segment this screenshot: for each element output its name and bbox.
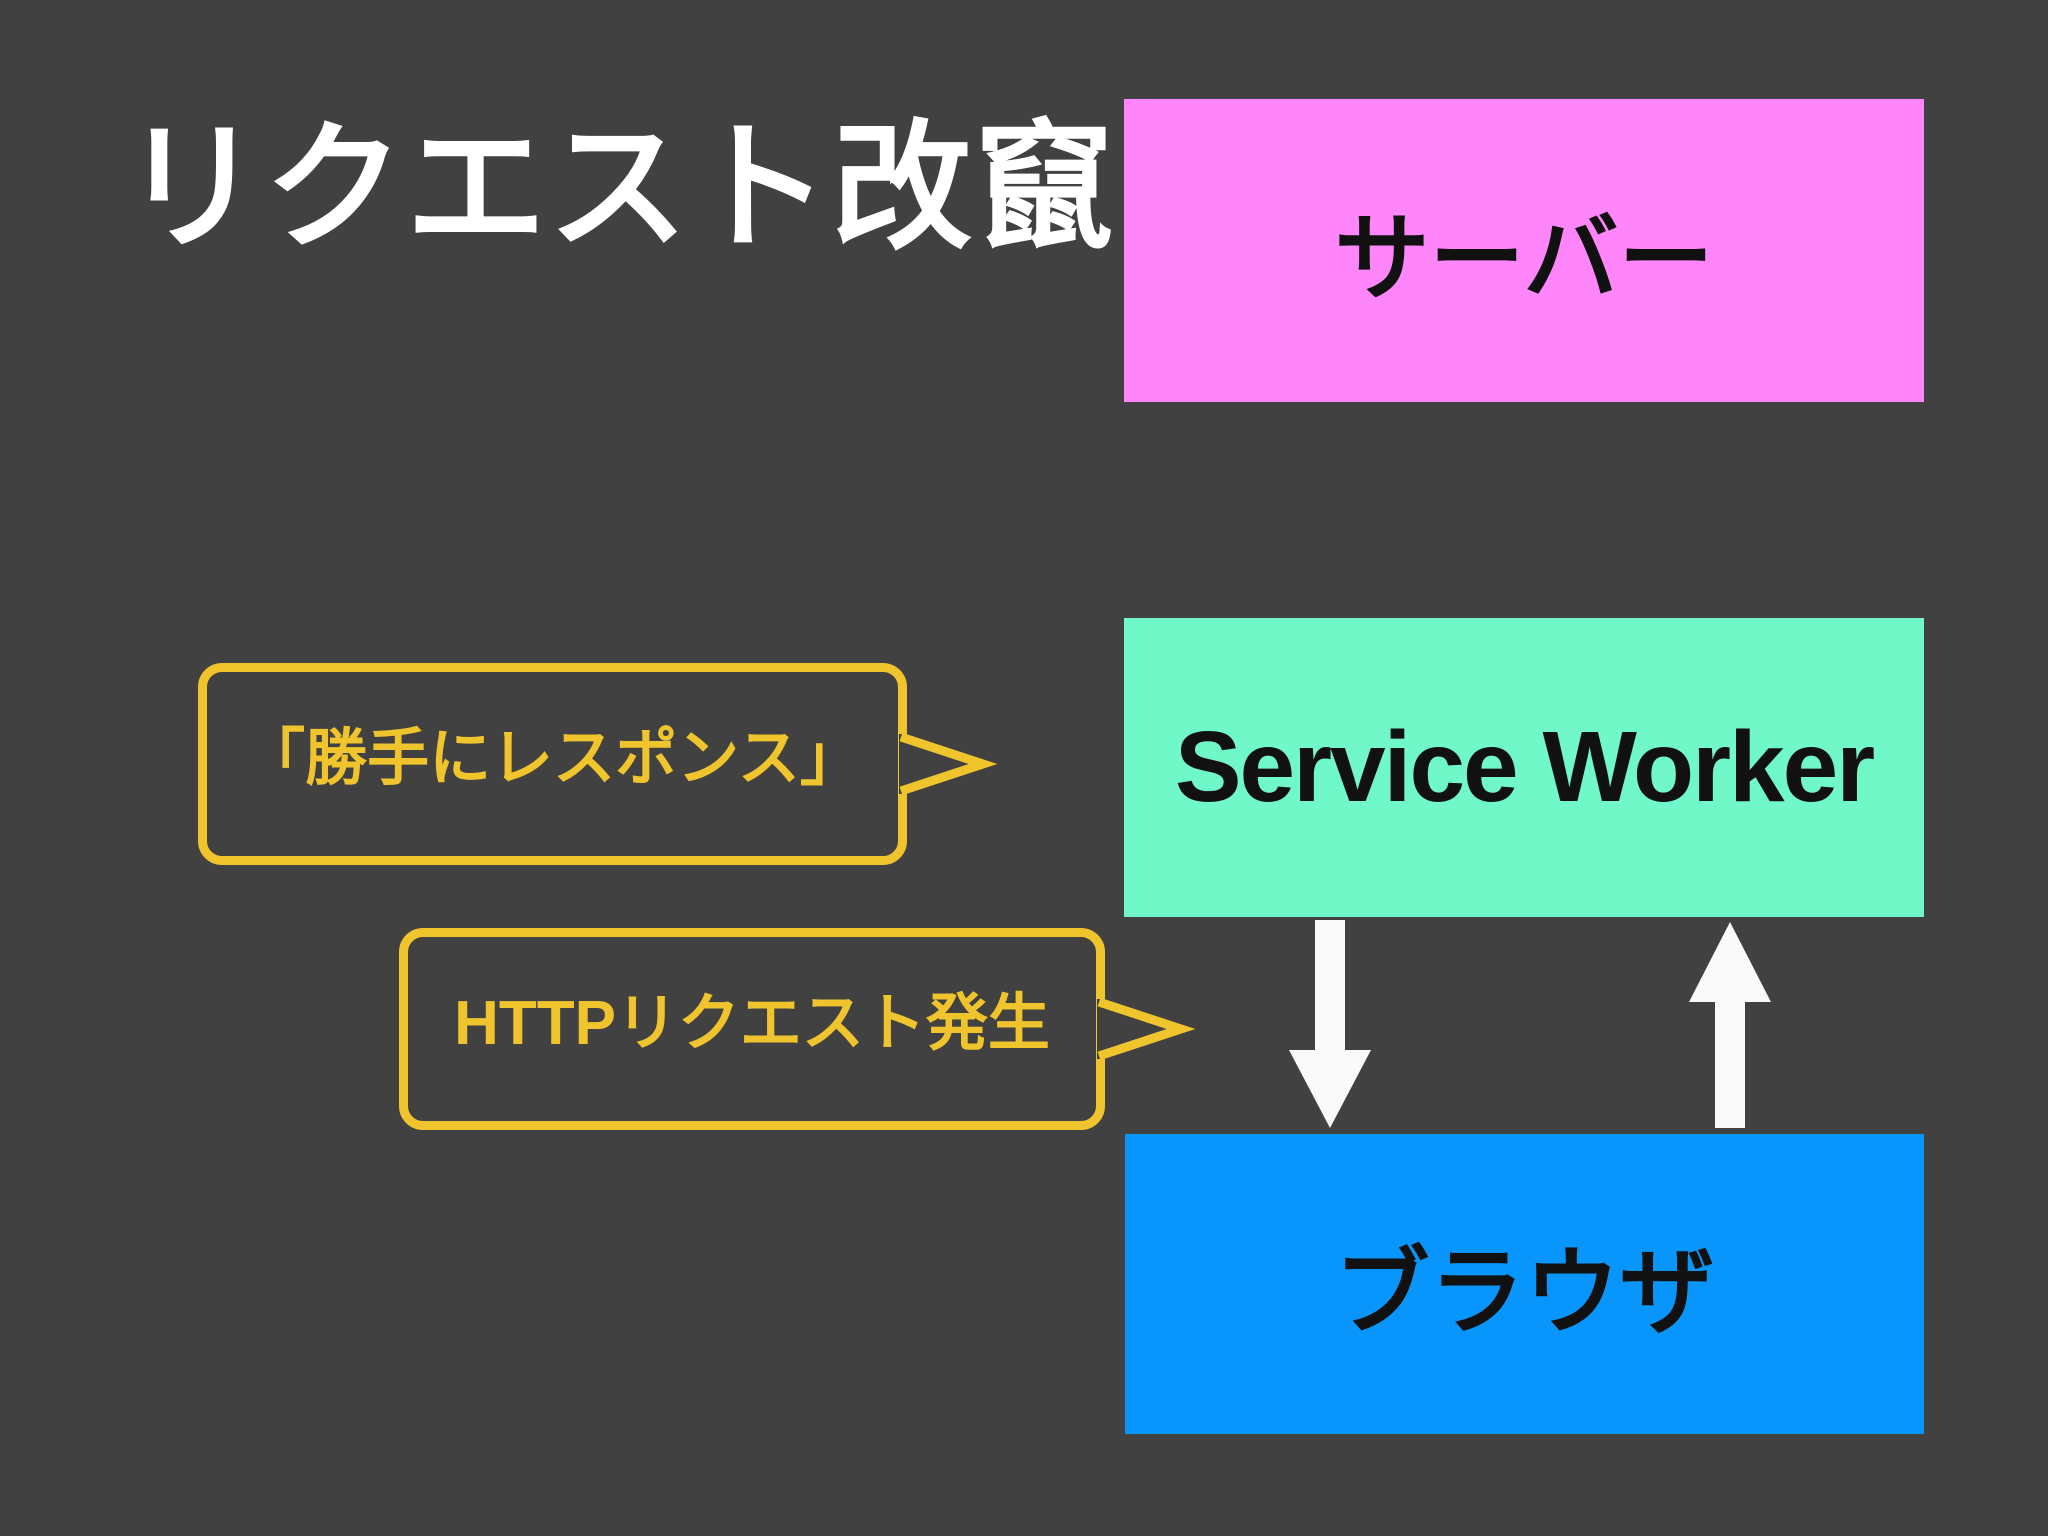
up-arrow-shaft [1715, 1000, 1745, 1128]
pointer-chevron [1097, 997, 1196, 1061]
service-worker-box-label: Service Worker [1174, 711, 1875, 823]
up-arrow-icon [1689, 922, 1771, 1128]
up-arrow-head [1689, 922, 1771, 1002]
response-callout: 「勝手にレスポンス」 [198, 663, 998, 865]
down-arrow-head [1289, 1050, 1371, 1128]
slide-title: リクエスト改竄 [122, 109, 1117, 266]
browser-box-label: ブラウザ [1334, 1239, 1715, 1346]
callout-pointer-right-icon [1097, 997, 1196, 1061]
server-box: サーバー [1124, 99, 1924, 402]
response-callout-label: 「勝手にレスポンス」 [243, 724, 862, 793]
request-callout-label: HTTPリクエスト発生 [454, 989, 1050, 1058]
service-worker-box: Service Worker [1124, 618, 1924, 917]
pointer-notch [899, 734, 914, 794]
pointer-chevron [899, 732, 998, 796]
request-callout: HTTPリクエスト発生 [399, 928, 1196, 1130]
browser-box: ブラウザ [1125, 1134, 1924, 1434]
callout-pointer-right-icon [899, 732, 998, 796]
pointer-notch [1097, 999, 1112, 1059]
server-box-label: サーバー [1334, 206, 1714, 312]
down-arrow-shaft [1315, 920, 1345, 1055]
down-arrow-icon [1289, 920, 1371, 1128]
